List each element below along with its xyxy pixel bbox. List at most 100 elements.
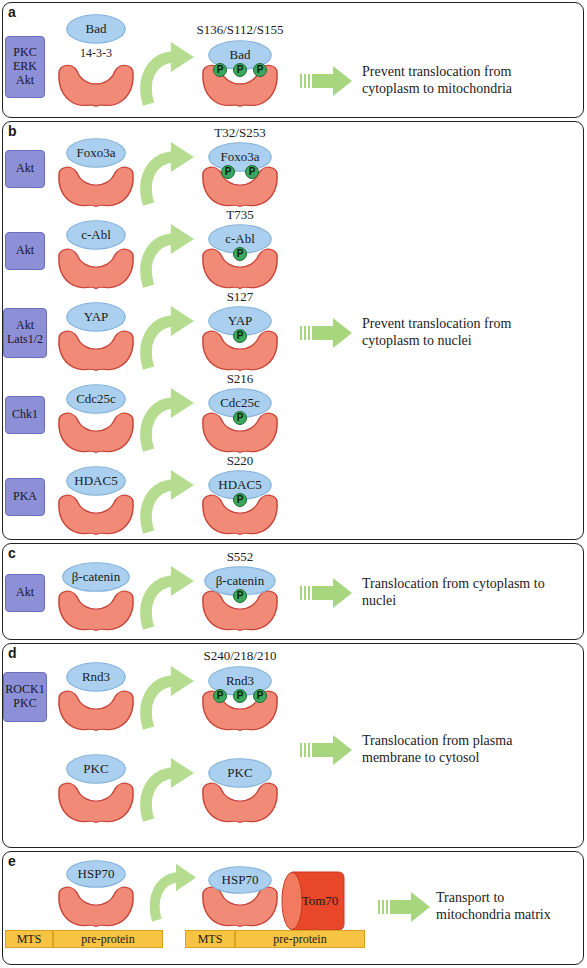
phospho-mark: P (257, 691, 264, 701)
site-label: T735 (180, 207, 300, 223)
node-label: Foxo3a (221, 149, 260, 165)
site-label: S136/S112/S155 (165, 22, 315, 38)
phospho-outline (254, 64, 267, 77)
kinase-box: Akt Lats1/2 (3, 308, 47, 358)
node-label: Akt (16, 244, 34, 258)
phospho-circle: P (213, 63, 227, 77)
adapter-cup (203, 331, 277, 370)
phospho-outline (246, 166, 259, 179)
adapter-cup (59, 65, 133, 106)
protein-ellipse: YAP (66, 302, 126, 332)
node-label: PKA (13, 490, 37, 504)
sequence-segment: pre-protein (235, 930, 365, 948)
node-label: Rnd3 (82, 669, 110, 685)
sequence-segment: MTS (5, 930, 53, 948)
phospho-outline (234, 248, 247, 261)
panel-frame: cAktβ-cateninβ-cateninP (2, 543, 584, 640)
phospho-mark: P (237, 249, 244, 259)
adapter-cup (59, 783, 133, 822)
curved-arrow (146, 666, 194, 728)
node-label: c-Abl (81, 227, 111, 243)
node-label: β-catenin (72, 569, 120, 585)
phospho-circle: P (213, 689, 227, 703)
panel-letter: a (8, 4, 16, 20)
phospho-circle: P (233, 329, 247, 343)
kinase-box: Akt (5, 150, 45, 188)
cylinder-face (282, 873, 302, 930)
phospho-outline (254, 690, 267, 703)
protein-ellipse: Bad (66, 14, 126, 44)
node-label: Rnd3 (226, 673, 254, 689)
site-label: T32/S253 (180, 125, 300, 141)
curved-arrow (155, 864, 196, 921)
node-label: PKC ERK Akt (6, 46, 44, 87)
block-arrow (378, 892, 430, 922)
panel-letter: c (8, 545, 16, 561)
node-label: MTS (198, 933, 223, 945)
panel-letter: b (8, 123, 17, 139)
node-label: Akt (16, 162, 34, 176)
protein-outline (67, 303, 126, 332)
phospho-circle: P (221, 165, 235, 179)
kinase-box: Chk1 (5, 396, 45, 434)
protein-outline (67, 221, 126, 250)
node-label: c-Abl (225, 231, 255, 247)
curved-arrow (146, 306, 194, 368)
site-label: S552 (180, 549, 300, 565)
curved-arrow (146, 388, 194, 450)
phospho-circle: P (233, 689, 247, 703)
node-label: Foxo3a (77, 145, 116, 161)
node-label: PKC (83, 761, 108, 777)
node-label: MTS (17, 933, 42, 945)
node-label: YAP (228, 313, 253, 329)
phospho-outline (214, 64, 227, 77)
node-label: Cdc25c (76, 391, 116, 407)
protein-ellipse: HDAC5 (66, 466, 126, 496)
phospho-outline (222, 166, 235, 179)
protein-outline (209, 143, 272, 172)
node-label: Cdc25c (220, 395, 260, 411)
block-arrow (300, 578, 352, 608)
adapter-cup (59, 691, 133, 730)
phospho-mark: P (257, 65, 264, 75)
curved-arrow (146, 224, 194, 286)
receptor-cylinder: Tom70 (282, 872, 344, 930)
adapter-cup (203, 783, 277, 822)
adapter-cup (203, 167, 277, 206)
kinase-box: Akt (5, 574, 45, 612)
adapter-cup (59, 413, 133, 452)
phospho-circle: P (233, 589, 247, 603)
node-label: HDAC5 (218, 477, 261, 493)
node-label: HDAC5 (74, 473, 117, 489)
node-label: β-catenin (216, 573, 264, 589)
protein-outline (67, 139, 126, 168)
panel-letter: e (8, 853, 16, 869)
adapter-cup (59, 591, 133, 630)
phospho-circle: P (253, 63, 267, 77)
protein-ellipse: c-Abl (66, 220, 126, 250)
sequence-segment: MTS (185, 930, 235, 948)
node-label: Akt (16, 586, 34, 600)
phospho-outline (234, 494, 247, 507)
protein-outline (67, 385, 126, 414)
protein-ellipse: Cdc25c (66, 384, 126, 414)
node-label: HSP70 (222, 872, 259, 888)
adapter-cup (203, 249, 277, 288)
phospho-circle: P (245, 165, 259, 179)
phospho-mark: P (249, 167, 256, 177)
adapter-cup (59, 331, 133, 370)
node-label: PKC (227, 765, 252, 781)
block-arrow (300, 66, 352, 96)
protein-ellipse: Foxo3a (208, 142, 272, 172)
node-label: Akt Lats1/2 (4, 319, 46, 347)
site-label: S127 (180, 289, 300, 305)
protein-outline (209, 759, 272, 788)
adapter-cup (59, 495, 133, 534)
phospho-circle: P (233, 63, 247, 77)
phospho-mark: P (237, 413, 244, 423)
kinase-box: PKC ERK Akt (5, 36, 45, 98)
phospho-mark: P (217, 65, 224, 75)
adapter-cup (203, 591, 277, 630)
